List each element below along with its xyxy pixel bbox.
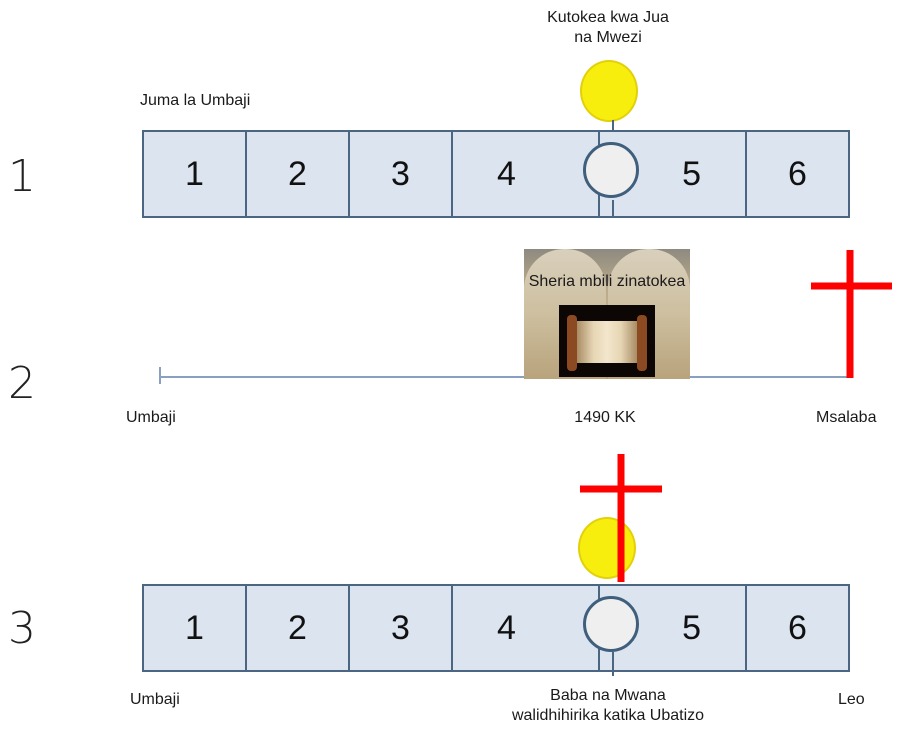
day-cell: 1 (142, 584, 245, 672)
day-cell: 3 (348, 584, 451, 672)
baptism-label-line2: walidhihirika katika Ubatizo (478, 706, 738, 726)
creation-week-label: Juma la Umbaji (140, 91, 250, 111)
torah-scroll-icon (559, 305, 655, 377)
row-number-1: 1 (8, 155, 36, 199)
baptism-label-line1: Baba na Mwana (478, 686, 738, 706)
moon-icon (583, 142, 639, 198)
day-cell: 2 (245, 584, 348, 672)
today-label: Leo (838, 690, 865, 710)
connector-line (612, 120, 614, 130)
two-laws-label: Sheria mbili zinatokea (497, 272, 717, 292)
scroll-rod-right (637, 315, 647, 371)
sun-moon-label-line2: na Mwezi (508, 28, 708, 48)
sun-moon-label-line1: Kutokea kwa Jua (508, 8, 708, 28)
day-cell: 6 (745, 130, 850, 218)
day-cell: 3 (348, 130, 451, 218)
day-cell: 4 (451, 584, 598, 672)
cross-icon (578, 452, 664, 584)
cross-label: Msalaba (816, 408, 876, 428)
divider-line (612, 200, 614, 218)
day-cell: 4 (451, 130, 598, 218)
sun-moon-label: Kutokea kwa Jua na Mwezi (508, 8, 708, 48)
date-label: 1490 KK (540, 408, 670, 428)
moon-icon (583, 596, 639, 652)
day-cell: 6 (745, 584, 850, 672)
creation-week-bar-3: 1 2 3 4 5 6 (142, 584, 850, 672)
timeline-svg (150, 362, 860, 386)
day-cell: 1 (142, 130, 245, 218)
scroll-rod-left (567, 315, 577, 371)
row-number-3: 3 (8, 607, 36, 651)
divider-line (612, 652, 614, 676)
creation-week-bar-1: 1 2 3 4 5 6 (142, 130, 850, 218)
sun-icon (580, 60, 638, 122)
day-cell: 2 (245, 130, 348, 218)
creation-label: Umbaji (130, 690, 180, 710)
ten-commandments-image (524, 249, 690, 379)
scroll-paper (573, 321, 641, 363)
cross-icon (808, 248, 894, 380)
baptism-label: Baba na Mwana walidhihirika katika Ubati… (478, 686, 738, 726)
creation-label: Umbaji (126, 408, 176, 428)
row-number-2: 2 (8, 362, 36, 406)
